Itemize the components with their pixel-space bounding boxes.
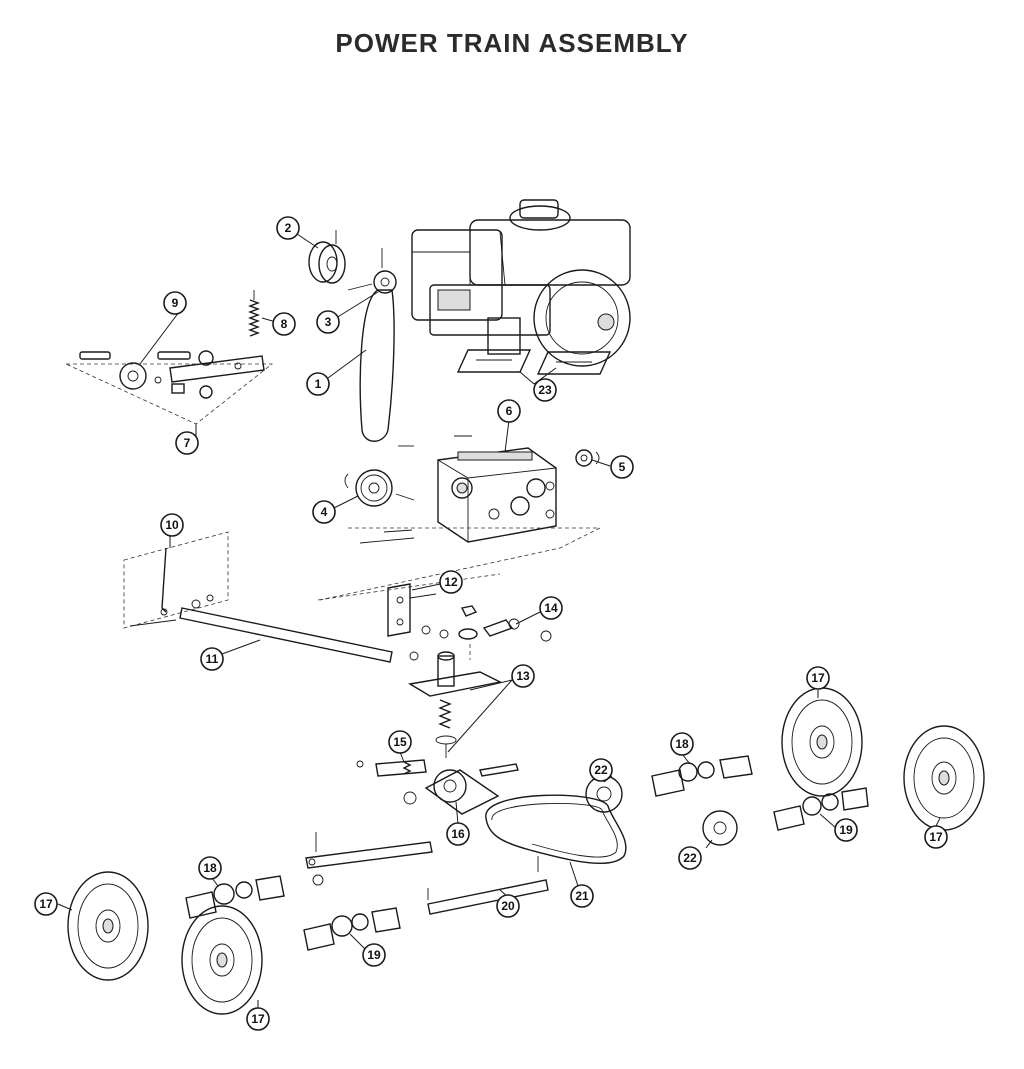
callout-18-left: 18 [198, 856, 222, 880]
svg-text:17: 17 [929, 830, 943, 844]
svg-text:20: 20 [501, 899, 515, 913]
axle-sprocket-lower [702, 810, 738, 846]
svg-text:1: 1 [315, 377, 322, 391]
svg-text:4: 4 [321, 505, 328, 519]
callout-20: 20 [496, 894, 520, 918]
svg-text:9: 9 [172, 296, 179, 310]
spring [248, 290, 260, 337]
svg-text:19: 19 [367, 948, 381, 962]
svg-text:12: 12 [444, 575, 458, 589]
callout-16: 16 [446, 822, 470, 846]
drive-chain [485, 794, 627, 864]
transmission-sprocket [344, 469, 415, 507]
svg-text:23: 23 [538, 383, 552, 397]
wheel-lower-left-1 [67, 871, 149, 981]
wheel-upper-right-2 [903, 725, 985, 831]
callout-4: 4 [312, 500, 336, 524]
callout-17-lower-left-1: 17 [34, 892, 58, 916]
callout-17-lower-left-2: 17 [246, 1007, 270, 1031]
jackshaft-sprocket-assembly [356, 759, 519, 815]
svg-text:18: 18 [203, 861, 217, 875]
callout-6: 6 [497, 399, 521, 423]
svg-text:15: 15 [393, 735, 407, 749]
svg-text:3: 3 [325, 315, 332, 329]
svg-text:5: 5 [619, 460, 626, 474]
svg-text:17: 17 [39, 897, 53, 911]
callout-17-upper-right-1: 17 [806, 666, 830, 690]
callout-9: 9 [163, 291, 187, 315]
rear-axle [427, 856, 549, 915]
callout-19-right: 19 [834, 818, 858, 842]
diagram-title: POWER TRAIN ASSEMBLY [335, 28, 689, 58]
engine [411, 199, 631, 367]
svg-text:22: 22 [683, 851, 697, 865]
svg-text:2: 2 [285, 221, 292, 235]
clutch-linkage [123, 531, 393, 663]
callout-22-upper: 22 [589, 758, 613, 782]
engine-pulley [308, 230, 346, 284]
left-bearing-set [185, 875, 401, 951]
transmission-housing [319, 435, 601, 601]
svg-text:21: 21 [575, 889, 589, 903]
callout-3: 3 [316, 310, 340, 334]
callout-13: 13 [511, 664, 535, 688]
callout-19-left: 19 [362, 943, 386, 967]
callout-12: 12 [439, 570, 463, 594]
right-bearing-set [651, 755, 869, 831]
callout-8: 8 [272, 312, 296, 336]
idler-assembly [65, 350, 274, 425]
output-sprocket [575, 449, 600, 467]
callout-15: 15 [388, 730, 412, 754]
wheel-lower-left-2 [181, 905, 263, 1015]
svg-text:10: 10 [165, 518, 179, 532]
svg-text:22: 22 [594, 763, 608, 777]
callout-18-right: 18 [670, 732, 694, 756]
callout-7: 7 [175, 431, 199, 455]
callout-10: 10 [160, 513, 184, 537]
callout-22-lower: 22 [678, 846, 702, 870]
svg-text:13: 13 [516, 669, 530, 683]
callout-2: 2 [276, 216, 300, 240]
wheel-upper-right-1 [781, 687, 863, 797]
pivot-assembly [408, 651, 503, 758]
callout-17-upper-right-2: 17 [924, 825, 948, 849]
svg-text:6: 6 [506, 404, 513, 418]
svg-text:17: 17 [251, 1012, 265, 1026]
svg-text:19: 19 [839, 823, 853, 837]
callout-23: 23 [533, 378, 557, 402]
callout-11: 11 [200, 647, 224, 671]
callout-1: 1 [306, 372, 330, 396]
svg-text:17: 17 [811, 671, 825, 685]
callout-21: 21 [570, 884, 594, 908]
front-axle [305, 832, 433, 886]
svg-text:18: 18 [675, 737, 689, 751]
svg-text:8: 8 [281, 317, 288, 331]
callout-14: 14 [539, 596, 563, 620]
svg-text:16: 16 [451, 827, 465, 841]
svg-text:11: 11 [206, 652, 219, 666]
callout-5: 5 [610, 455, 634, 479]
drive-belt [359, 289, 395, 442]
clutch-bracket [317, 573, 552, 660]
small-sprocket [347, 248, 397, 294]
svg-text:7: 7 [184, 436, 191, 450]
svg-text:14: 14 [544, 601, 558, 615]
